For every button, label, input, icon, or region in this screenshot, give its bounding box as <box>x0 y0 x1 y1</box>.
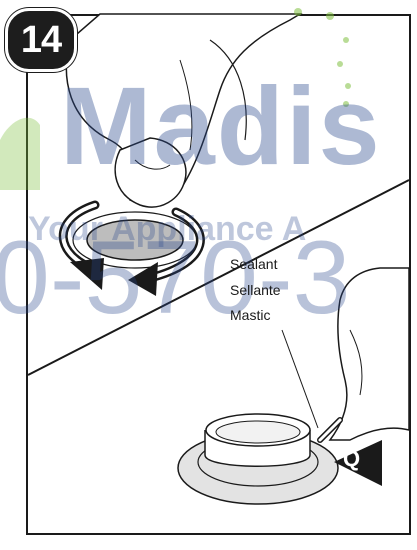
sealant-label-fr: Mastic <box>230 307 270 323</box>
step-number-badge: 14 <box>5 8 77 72</box>
hand-with-cloth <box>66 14 300 207</box>
bottom-step-illustration <box>178 268 409 504</box>
drain-opening <box>87 220 183 260</box>
sealant-leader-line <box>282 330 318 428</box>
sealant-label-en: Sealant <box>230 256 277 272</box>
part-q-label: Q <box>343 446 360 472</box>
sealant-label-it: Sellante <box>230 282 281 298</box>
hand-with-sealant <box>320 268 409 440</box>
